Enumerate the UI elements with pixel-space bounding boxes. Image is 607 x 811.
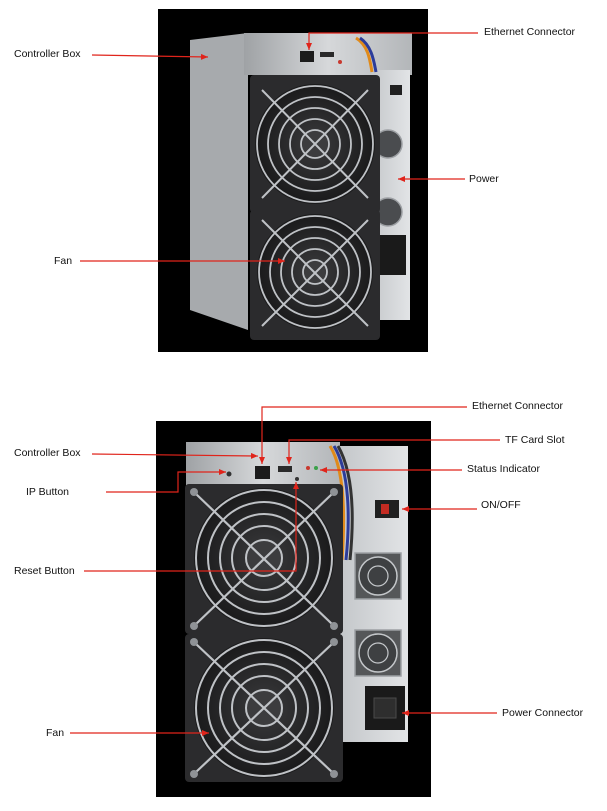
arrow-bottom-reset (84, 482, 299, 572)
bottom-fan-upper (185, 484, 343, 634)
top-led (338, 60, 342, 64)
arrow-bottom-controller-box (91, 452, 259, 459)
bottom-ip-button (226, 471, 232, 477)
arrow-top-controller-box (91, 53, 209, 60)
label-bottom-controller-box: Controller Box (14, 447, 81, 459)
label-top-power: Power (469, 173, 499, 185)
label-top-fan: Fan (54, 255, 73, 267)
top-switch (390, 85, 402, 95)
top-fan-lower (250, 210, 380, 340)
bottom-status-led-1 (306, 466, 310, 470)
label-top-controller-box: Controller Box (14, 48, 81, 60)
arrow-top-ethernet (306, 32, 478, 50)
label-top-ethernet-connector: Ethernet Connector (484, 26, 576, 38)
bottom-fan-lower (185, 634, 343, 782)
label-bottom-status-indicator: Status Indicator (467, 463, 540, 475)
top-ethernet-port (300, 51, 314, 62)
label-bottom-tf-card-slot: TF Card Slot (505, 434, 565, 446)
bottom-ethernet-port (255, 466, 270, 479)
top-side-panel (190, 33, 248, 330)
top-tf-slot (320, 52, 334, 57)
arrow-bottom-ip-button (106, 469, 226, 493)
label-bottom-ethernet-connector: Ethernet Connector (472, 400, 564, 412)
bottom-status-led-2 (314, 466, 318, 470)
bottom-tf-slot (278, 466, 292, 472)
label-bottom-on-off: ON/OFF (481, 499, 521, 511)
bottom-reset-hole (295, 477, 299, 481)
bottom-controller-box (186, 442, 340, 486)
arrow-bottom-ethernet (259, 406, 467, 464)
arrow-bottom-tf-card (286, 439, 500, 464)
label-bottom-ip-button: IP Button (26, 486, 70, 498)
top-power-socket (378, 235, 406, 275)
top-arrows (80, 32, 478, 264)
bottom-arrows (70, 406, 500, 736)
top-cable (355, 36, 374, 73)
bottom-photo (156, 421, 431, 797)
label-bottom-fan: Fan (46, 727, 65, 739)
label-bottom-power-connector: Power Connector (502, 707, 584, 719)
top-fan-upper (250, 75, 380, 213)
label-bottom-reset-button: Reset Button (14, 565, 75, 577)
top-photo (158, 9, 428, 352)
